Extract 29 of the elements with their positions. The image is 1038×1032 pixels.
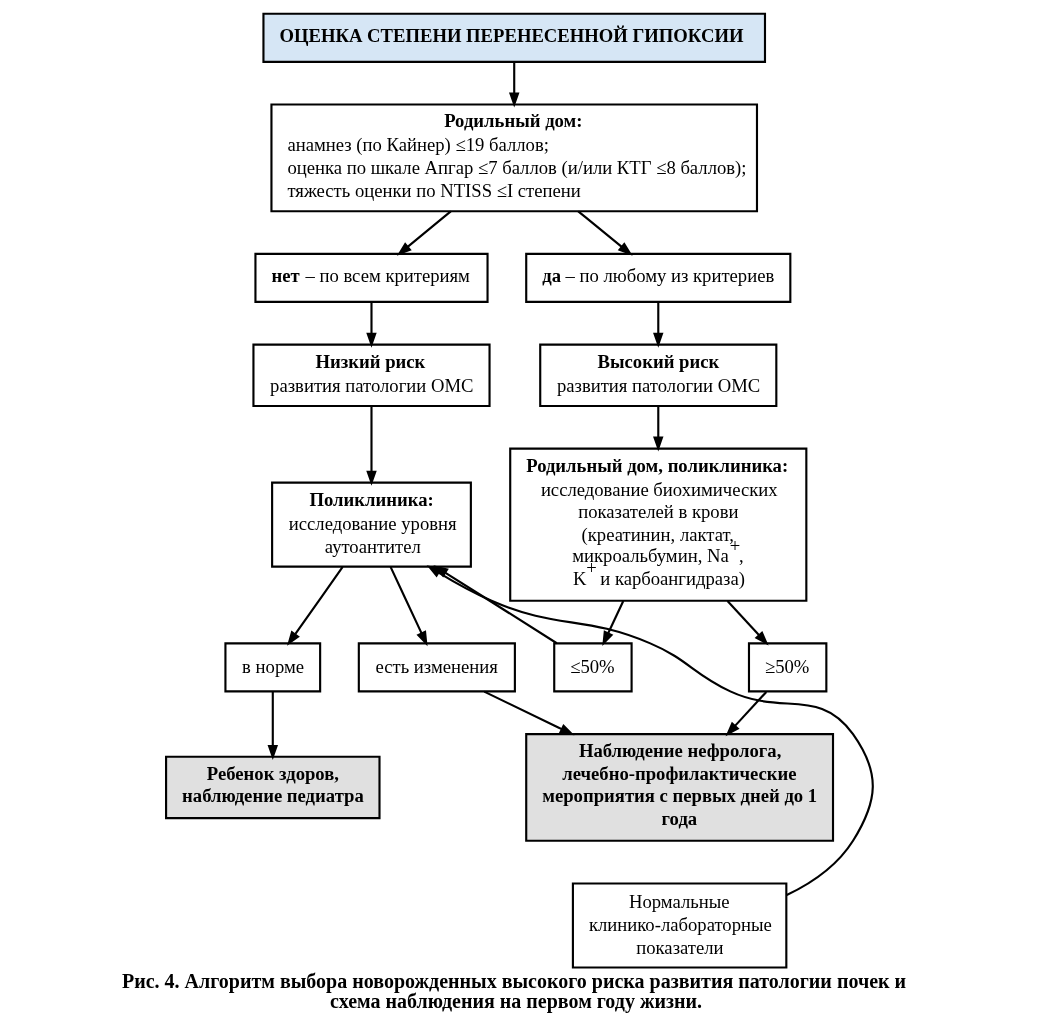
node-box: ≥50%: [747, 642, 827, 693]
arrow: [508, 62, 519, 108]
node-box: Наблюдение нефролога, лечебно-профилактические мероприятия с первых дней до 1 года: [524, 733, 834, 842]
arrow: [267, 691, 278, 760]
node-box: ≤50%: [552, 642, 633, 693]
arrow: [365, 302, 377, 348]
arrow: [286, 566, 344, 646]
node-box: Низкий риск развития патологии ОМС: [251, 343, 491, 408]
arrow: [389, 566, 428, 647]
node-box: нет – по всем критериям: [253, 252, 489, 303]
node-box: Родильный дом: анамнез (по Кайнер) ≤19 баллов; оценка по шкале Апгар ≤7 баллов (и/или КТГ ≤8 баллов); тяжесть оценки по NTISS ≤I степени: [269, 103, 758, 213]
node-box: Нормальные клинико-лабораторные показатели: [571, 882, 787, 969]
arrow: [396, 210, 451, 256]
node-box: да – по любому из критериев: [524, 252, 791, 303]
arrow: [577, 210, 633, 256]
arrow: [725, 691, 767, 737]
arrow: [726, 600, 769, 646]
arrow: [365, 406, 377, 486]
node-box: ОЦЕНКА СТЕПЕНИ ПЕРЕНЕСЕННОЙ ГИПОКСИИ: [261, 12, 766, 63]
node-box: Ребенок здоров, наблюдение педиатра: [164, 755, 381, 820]
node-box: есть изменения: [357, 642, 516, 693]
arrow: [652, 406, 663, 452]
arrow: [483, 690, 574, 736]
node-box: Поликлиника: исследование уровня аутоантител: [270, 481, 472, 568]
arrow: [601, 600, 624, 646]
arrow: [652, 302, 663, 348]
caption: Рис. 4. Алгоритм выбора новорожденных высокого риска развития патологии почек и схема наблюдения на первом году жизни.: [121, 969, 906, 1012]
node-box: Высокий риск развития патологии ОМС: [538, 343, 777, 408]
node-box: в норме: [223, 642, 321, 693]
